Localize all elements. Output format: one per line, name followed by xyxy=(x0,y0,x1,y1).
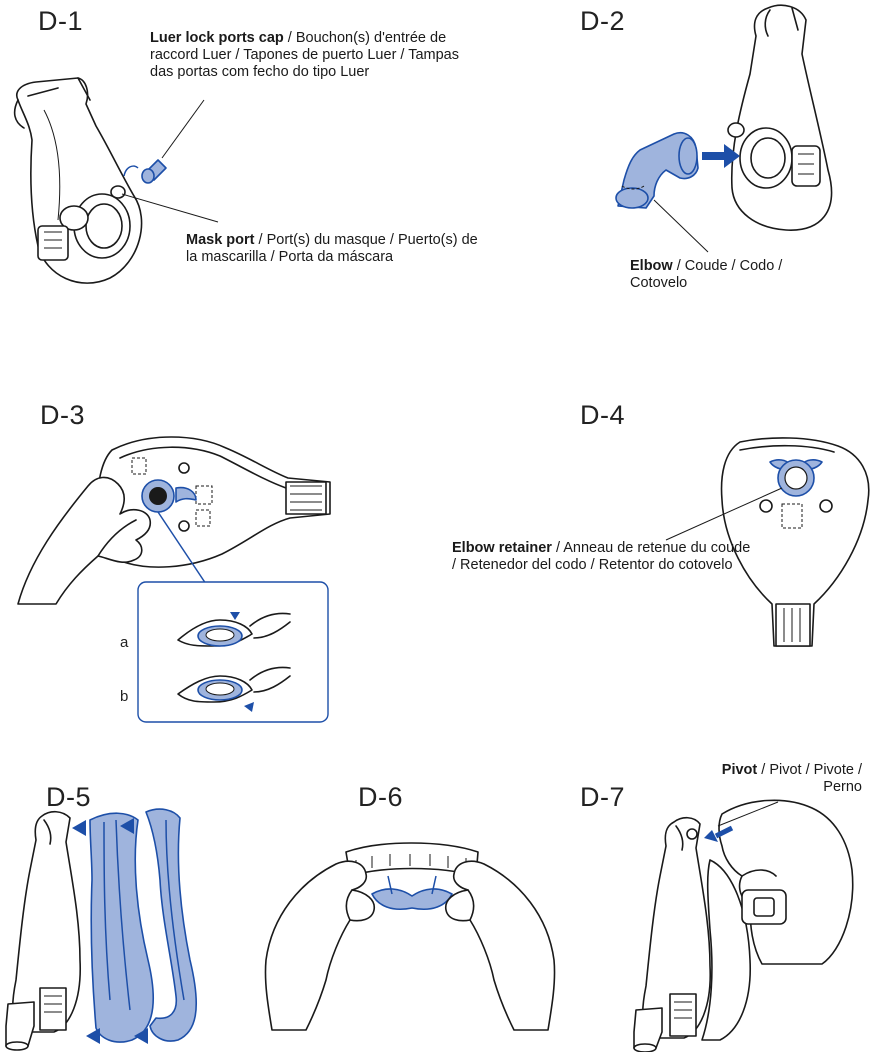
luer-cap-term: Luer lock ports cap xyxy=(150,30,284,46)
mask-port-term: Mask port xyxy=(186,232,255,248)
callout-mask-port: Mask port / Port(s) du masque / Puerto(s… xyxy=(186,232,486,266)
callout-luer-lock-cap: Luer lock ports cap / Bouchon(s) d'entré… xyxy=(150,30,460,81)
cushion-fit-illustration-d6 xyxy=(260,770,560,1052)
panel-d1: D-1 Luer lock ports cap / Bouchon(s) d'e… xyxy=(0,0,300,300)
panel-d4: D-4 Elbow retainer / Anneau de retenue d… xyxy=(440,390,872,670)
elbow-retainer-illustration-d4 xyxy=(440,390,872,670)
pivot-term: Pivot xyxy=(722,762,757,778)
elbow-term: Elbow xyxy=(630,258,673,274)
panel-d3: D-3 a b xyxy=(0,390,340,730)
panel-d7: D-7 Pivot / Pivot / Pivote / Perno xyxy=(572,750,872,1052)
pivot-translations: / Pivot / Pivote / Perno xyxy=(757,762,862,795)
retainer-term: Elbow retainer xyxy=(452,540,552,556)
panel-d2: D-2 Elbow / Coude / Codo / Cotovelo xyxy=(570,0,872,310)
elbow-retainer-removal-illustration-d3 xyxy=(0,390,340,730)
callout-pivot: Pivot / Pivot / Pivote / Perno xyxy=(712,762,862,796)
callout-elbow: Elbow / Coude / Codo / Cotovelo xyxy=(630,258,830,292)
panel-d5: D-5 xyxy=(0,770,260,1052)
substep-a-label: a xyxy=(120,634,128,651)
substep-b-label: b xyxy=(120,688,128,705)
panel-d6: D-6 xyxy=(260,770,560,1052)
callout-elbow-retainer: Elbow retainer / Anneau de retenue du co… xyxy=(452,540,752,574)
cushion-layers-illustration-d5 xyxy=(0,770,260,1052)
